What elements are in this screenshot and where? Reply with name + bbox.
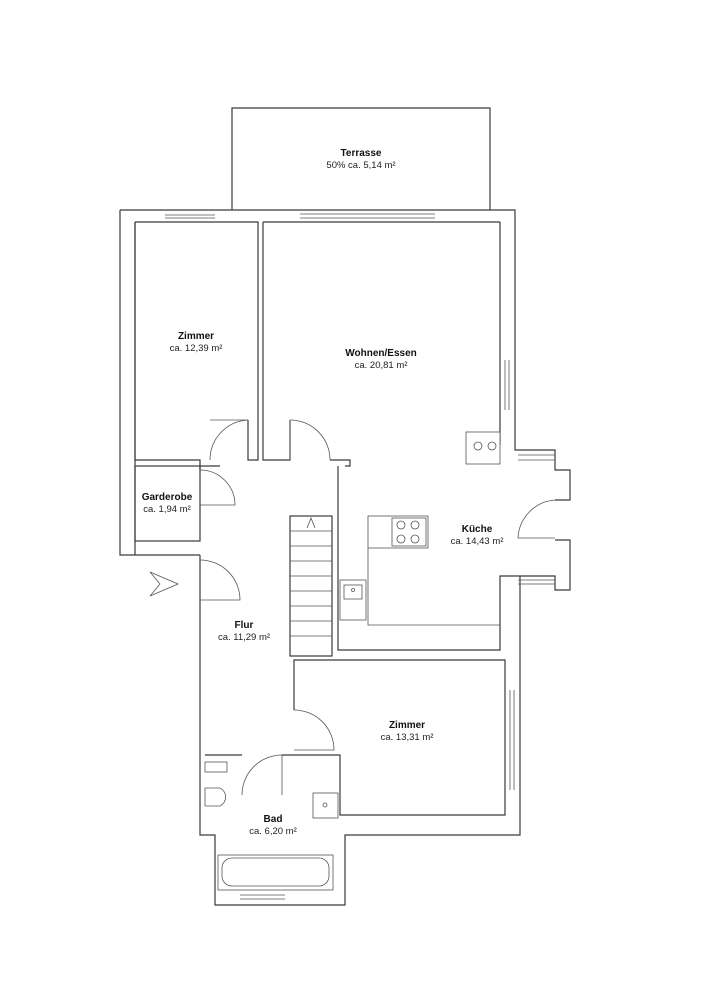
svg-text:Wohnen/Essen: Wohnen/Essen bbox=[345, 348, 417, 359]
washbasin-icon bbox=[312, 792, 339, 819]
label-wohnen: Wohnen/Essen ca. 20,81 m² bbox=[345, 348, 417, 371]
label-zimmer-2: Zimmer ca. 13,31 m² bbox=[381, 720, 434, 743]
entrance-arrow-icon bbox=[149, 571, 180, 597]
label-zimmer-1: Zimmer ca. 12,39 m² bbox=[170, 331, 223, 354]
svg-text:ca. 13,31 m²: ca. 13,31 m² bbox=[381, 732, 434, 743]
label-bad: Bad ca. 6,20 m² bbox=[249, 814, 297, 837]
outer-walls bbox=[119, 209, 571, 906]
svg-text:ca. 12,39 m²: ca. 12,39 m² bbox=[170, 343, 223, 354]
label-garderobe: Garderobe ca. 1,94 m² bbox=[142, 492, 193, 515]
svg-text:Bad: Bad bbox=[264, 814, 283, 825]
vanity-icon bbox=[204, 761, 228, 773]
svg-text:Zimmer: Zimmer bbox=[178, 331, 214, 342]
svg-text:ca. 6,20 m²: ca. 6,20 m² bbox=[249, 826, 297, 837]
toilet-icon bbox=[204, 787, 226, 807]
svg-text:ca. 1,94 m²: ca. 1,94 m² bbox=[143, 504, 191, 515]
svg-text:50% ca. 5,14 m²: 50% ca. 5,14 m² bbox=[326, 160, 395, 171]
bathroom bbox=[204, 754, 339, 900]
label-flur: Flur ca. 11,29 m² bbox=[218, 620, 270, 643]
svg-text:Terrasse: Terrasse bbox=[341, 148, 382, 159]
room-garderobe-walls bbox=[134, 465, 220, 542]
svg-text:Flur: Flur bbox=[235, 620, 254, 631]
room-wohnen-walls bbox=[262, 213, 510, 467]
label-terrasse: Terrasse 50% ca. 5,14 m² bbox=[326, 148, 395, 171]
svg-text:Garderobe: Garderobe bbox=[142, 492, 193, 503]
svg-text:ca. 20,81 m²: ca. 20,81 m² bbox=[355, 360, 408, 371]
room-zimmer-2-walls bbox=[282, 659, 515, 816]
bathtub-icon bbox=[217, 854, 334, 891]
svg-text:Küche: Küche bbox=[462, 524, 493, 535]
doors bbox=[199, 419, 556, 796]
stove-icon bbox=[391, 517, 427, 547]
svg-text:ca. 14,43 m²: ca. 14,43 m² bbox=[451, 536, 504, 547]
kitchen bbox=[337, 431, 555, 651]
terrace bbox=[231, 107, 491, 210]
svg-text:Zimmer: Zimmer bbox=[389, 720, 425, 731]
label-kueche: Küche ca. 14,43 m² bbox=[451, 524, 504, 547]
staircase bbox=[289, 515, 333, 657]
svg-text:ca. 11,29 m²: ca. 11,29 m² bbox=[218, 632, 270, 643]
room-zimmer-1-walls bbox=[134, 214, 259, 470]
cooktop-icon bbox=[465, 431, 501, 465]
